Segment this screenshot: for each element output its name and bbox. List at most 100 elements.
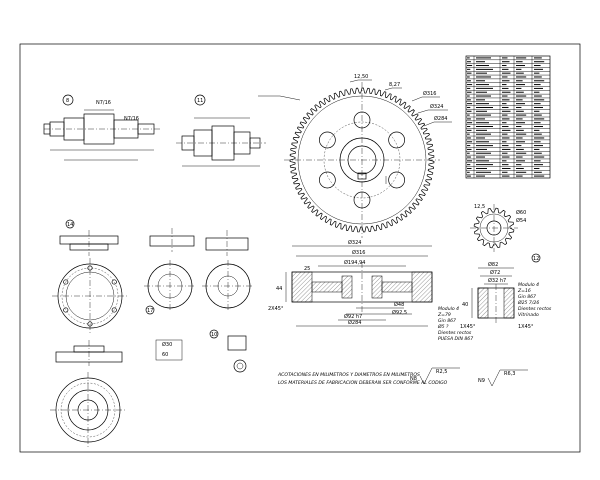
section-hole-small-label: Ø48 <box>394 301 404 308</box>
pinion-section-height-label: 40 <box>462 302 468 308</box>
gear-section-view: Ø324 Ø194,94 Ø316 44 25 2X45° Ø48 Ø92,5 … <box>268 239 473 342</box>
pin-front <box>233 359 247 373</box>
main-gear-leader-4 <box>417 109 448 114</box>
surface-symbol-1-spec: R2,5 <box>436 369 447 375</box>
section-dim-mid-label: Ø194,94 <box>344 259 365 266</box>
section-dim-inner-label: Ø316 <box>352 249 365 256</box>
ring-balloon-num: 17 <box>147 308 153 314</box>
ring-balloon <box>145 305 155 315</box>
shaft-b-view: 11 <box>176 94 266 167</box>
ring-view: 17 <box>144 228 196 315</box>
pinion-dim-inner-label: Ø32 h7 <box>488 277 506 284</box>
section-inner-bottom-label: Ø92,5 <box>392 309 407 316</box>
section-right-rim-hatch <box>411 271 433 303</box>
pinion-section-balloon <box>531 253 541 263</box>
flange-bolt-holes <box>63 265 117 327</box>
small-dim-box <box>155 339 183 361</box>
pinion-dim-a: 12,5 <box>474 204 485 210</box>
section-dim-top-label: Ø324 <box>348 239 361 246</box>
main-gear-dim-5: Ø284 <box>434 115 447 122</box>
pin-front-inner <box>236 362 244 370</box>
pin-view: 10 Ø30 60 <box>155 329 247 373</box>
main-gear-dim-3: Ø316 <box>423 90 436 97</box>
sheet-border <box>19 43 581 453</box>
pinion-spec-line-6: Vitrinado <box>518 312 539 318</box>
pin-balloon-num: 10 <box>211 332 217 338</box>
surface-symbol-1 <box>419 367 460 385</box>
section-chamfer-left: 2X45° <box>268 306 284 312</box>
spacer-view <box>202 230 254 312</box>
pinion-dim-c: Ø54 <box>516 217 526 224</box>
pinion-chamfer-left: 1X45° <box>460 324 476 330</box>
surface-symbol-2-spec: R6,3 <box>504 371 515 377</box>
main-gear-leader-5 <box>423 121 452 127</box>
gear-spec-line-4: Ø5 ? <box>437 323 449 330</box>
pinion-dim-mid-label: Ø72 <box>490 269 500 276</box>
cover-view <box>50 340 126 448</box>
note-line-2: LOS MATERIALES DE FABRICACION DEBERAN SE… <box>278 380 448 386</box>
surface-symbol-1-value: N8 <box>410 376 417 382</box>
shaft-a-roughness-2: N7/16 <box>124 116 139 122</box>
gear-spec-line-5: Dientes rectos <box>438 330 472 336</box>
section-left-rim-hatch <box>291 271 313 303</box>
main-gear-note-leader <box>258 95 301 101</box>
main-gear-view: 12,50 8,27 Ø316 Ø324 Ø284 <box>258 74 452 238</box>
pinion-spec-line-4: Ø25 7/26 <box>517 299 539 306</box>
pinion-spec-line-5: Dientes rectos <box>518 306 552 312</box>
gear-hole-3 <box>388 171 405 189</box>
surface-symbol-2-value: N9 <box>478 378 485 384</box>
title-block <box>465 55 551 179</box>
section-web-hatch-left <box>311 281 343 293</box>
small-dim-a: Ø30 <box>162 341 172 348</box>
notes-block: ACOTACIONES EN MILIMETROS Y DIAMETROS EN… <box>277 367 528 387</box>
pinion-section-hatch-left <box>477 287 489 319</box>
note-line-1: ACOTACIONES EN MILIMETROS Y DIAMETROS EN… <box>277 372 420 378</box>
section-outer-bot-label: Ø284 <box>348 319 361 326</box>
gear-spec-line-2: Z=79 <box>437 312 451 318</box>
section-hub-hatch-right <box>371 275 383 299</box>
flange-balloon <box>65 219 75 229</box>
flange-balloon-num: 14 <box>67 222 73 228</box>
shaft-a-balloon-num: 8 <box>66 98 69 104</box>
pinion-section-hatch-right <box>503 287 515 319</box>
gear-hole-5 <box>319 171 336 189</box>
pinion-section-balloon-num: 12 <box>533 256 539 262</box>
pinion-spec-line-2: Z=16 <box>517 288 531 294</box>
shaft-a-balloon <box>62 94 74 106</box>
section-left-dim-label: 25 <box>304 266 310 272</box>
pin-balloon <box>209 329 219 339</box>
pinion-view: 12,5 Ø60 Ø54 <box>470 204 526 252</box>
pinion-spec-line-1: Modulo 4 <box>518 282 539 288</box>
surface-symbol-2 <box>487 369 528 387</box>
gear-spec-line-6: PUESA DIN 867 <box>438 336 473 342</box>
flange-hole-5 <box>63 307 69 313</box>
main-gear-leader-2 <box>384 87 402 91</box>
section-hole-bot-label: Ø92 h7 <box>344 313 362 320</box>
gear-hole-6 <box>319 131 336 149</box>
flange-hole-3 <box>111 307 117 313</box>
pin-side-body <box>227 335 247 351</box>
main-gear-dim-2: 8,27 <box>389 82 400 88</box>
shaft-a-small-part <box>43 123 51 135</box>
shaft-b-balloon-num: 11 <box>197 98 203 104</box>
pinion-spec-line-3: Gin 867 <box>518 294 536 300</box>
pinion-dim-b: Ø60 <box>516 209 526 216</box>
section-hub-hatch-left <box>341 275 353 299</box>
gear-spec-line-1: Modulo 4 <box>438 306 459 312</box>
small-dim-b: 60 <box>162 352 168 358</box>
main-gear-dim-1: 12,50 <box>354 74 368 80</box>
flange-hole-2 <box>111 279 117 285</box>
main-gear-leader-1 <box>349 79 372 83</box>
pinion-dim-top-label: Ø82 <box>488 261 498 268</box>
shaft-a-view: 8 N7/16 N7/16 <box>43 94 160 161</box>
gear-spec-line-3: Gin 867 <box>438 318 456 324</box>
main-gear-dim-4: Ø324 <box>430 103 443 110</box>
shaft-b-balloon <box>194 94 206 106</box>
gear-hole-2 <box>388 131 405 149</box>
pinion-chamfer-right: 1X45° <box>518 324 534 330</box>
main-gear-leader-3 <box>411 96 440 102</box>
section-height-label: 44 <box>276 286 282 292</box>
flange-hole-6 <box>63 279 69 285</box>
shaft-a-roughness-1: N7/16 <box>96 100 111 106</box>
